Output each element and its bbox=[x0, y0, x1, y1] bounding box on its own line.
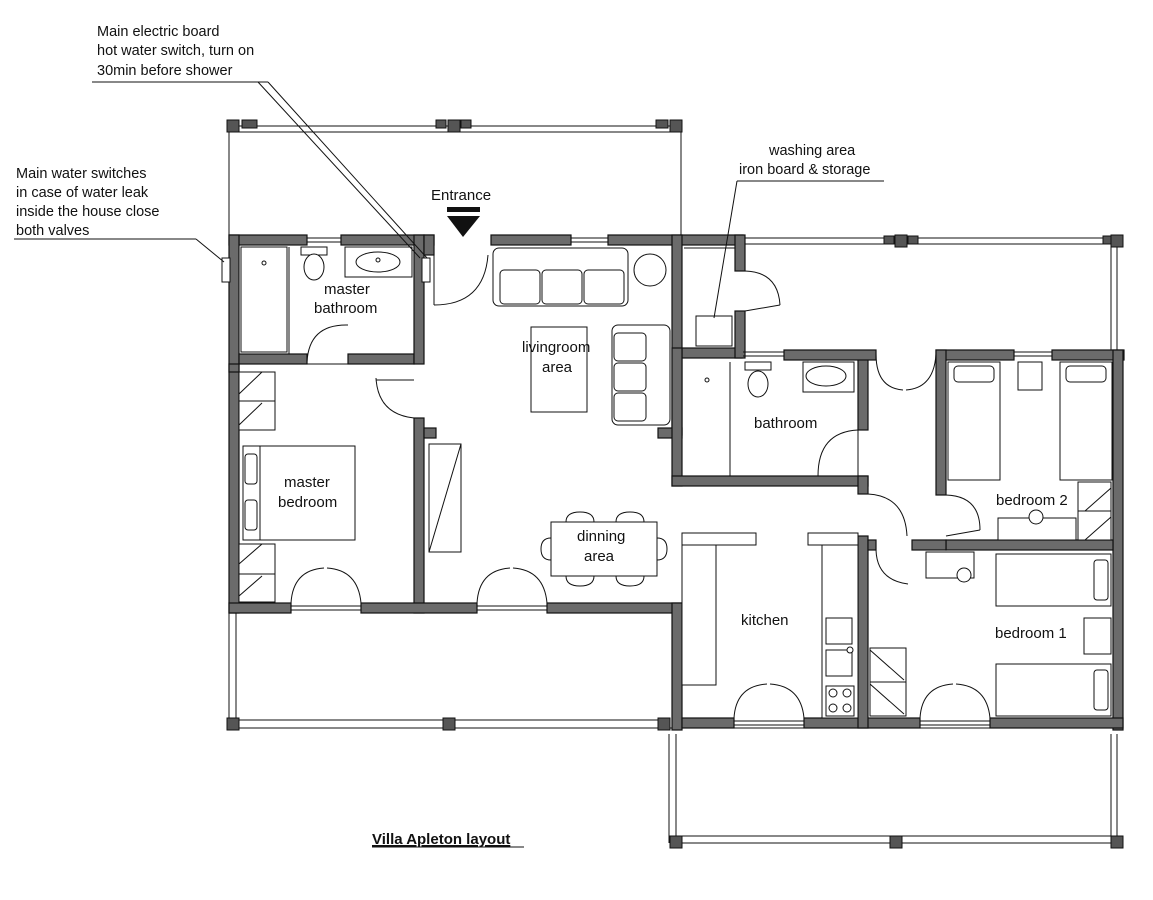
leader-lines bbox=[14, 81, 884, 319]
porch-posts bbox=[226, 119, 1124, 849]
entrance-marker bbox=[447, 207, 480, 237]
entrance-label: Entrance bbox=[431, 187, 491, 204]
master-bedroom-label-1: master bbox=[284, 474, 330, 491]
electric-note-line-2: hot water switch, turn on bbox=[97, 43, 254, 59]
master-bedroom-label-2: bedroom bbox=[278, 494, 337, 511]
water-note-line-1: Main water switches bbox=[16, 166, 147, 182]
water-note-line-4: both valves bbox=[16, 223, 89, 239]
layout-title: Villa Apleton layout bbox=[372, 831, 510, 848]
livingroom-label-2: area bbox=[542, 359, 573, 376]
annotations: Main electric board hot water switch, tu… bbox=[16, 24, 1068, 848]
electric-note-line-3: 30min before shower bbox=[97, 63, 233, 79]
electric-note-line-1: Main electric board bbox=[97, 24, 220, 40]
water-note-line-3: inside the house close bbox=[16, 204, 160, 220]
bathroom-label: bathroom bbox=[754, 415, 817, 432]
bedroom2-label: bedroom 2 bbox=[996, 492, 1068, 509]
master-bathroom-label-1: master bbox=[324, 281, 370, 298]
bedroom1-label: bedroom 1 bbox=[995, 625, 1067, 642]
dinning-label-1: dinning bbox=[577, 528, 625, 545]
water-note-line-2: in case of water leak bbox=[16, 185, 149, 201]
furniture bbox=[238, 246, 1113, 719]
washing-note-line-1: washing area bbox=[768, 143, 856, 159]
kitchen-label: kitchen bbox=[741, 612, 789, 629]
master-bathroom-label-2: bathroom bbox=[314, 300, 377, 317]
doors bbox=[290, 254, 991, 719]
livingroom-label-1: livingroom bbox=[522, 339, 590, 356]
walls bbox=[221, 234, 1125, 731]
dinning-label-2: area bbox=[584, 548, 615, 565]
washing-note-line-2: iron board & storage bbox=[739, 162, 870, 178]
